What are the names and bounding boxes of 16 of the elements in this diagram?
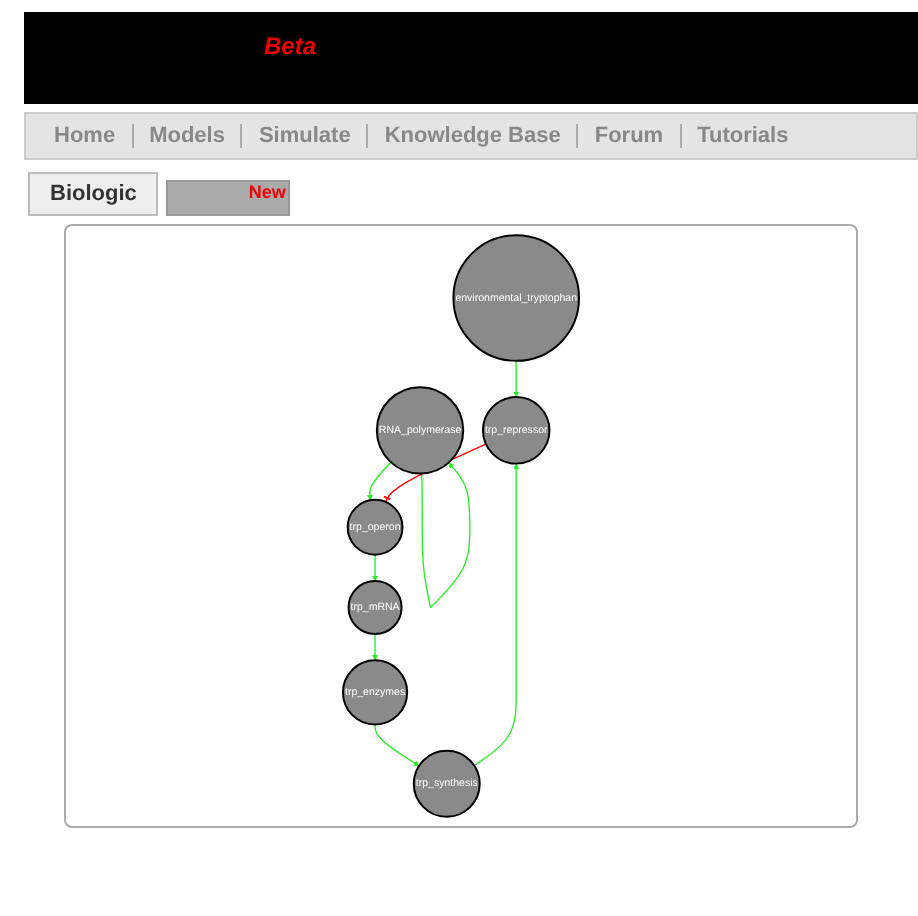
arrow — [374, 723, 420, 767]
menu-link: Tutorials — [695, 124, 791, 148]
menu-link: Models — [133, 124, 243, 148]
arrow — [372, 633, 378, 661]
arrow — [367, 461, 392, 501]
arrow — [473, 463, 520, 767]
arrow — [513, 360, 520, 398]
menu-link: Knowledge Base — [368, 124, 579, 148]
tab: Biologic — [28, 172, 159, 216]
arrow — [421, 462, 471, 609]
new-tag: New — [248, 182, 286, 202]
menu-link: Home — [38, 124, 134, 148]
beta-tag: Beta — [264, 32, 317, 60]
menu-link: Forum — [578, 124, 682, 148]
menu-link: Simulate — [242, 124, 369, 148]
arrow — [372, 554, 378, 582]
